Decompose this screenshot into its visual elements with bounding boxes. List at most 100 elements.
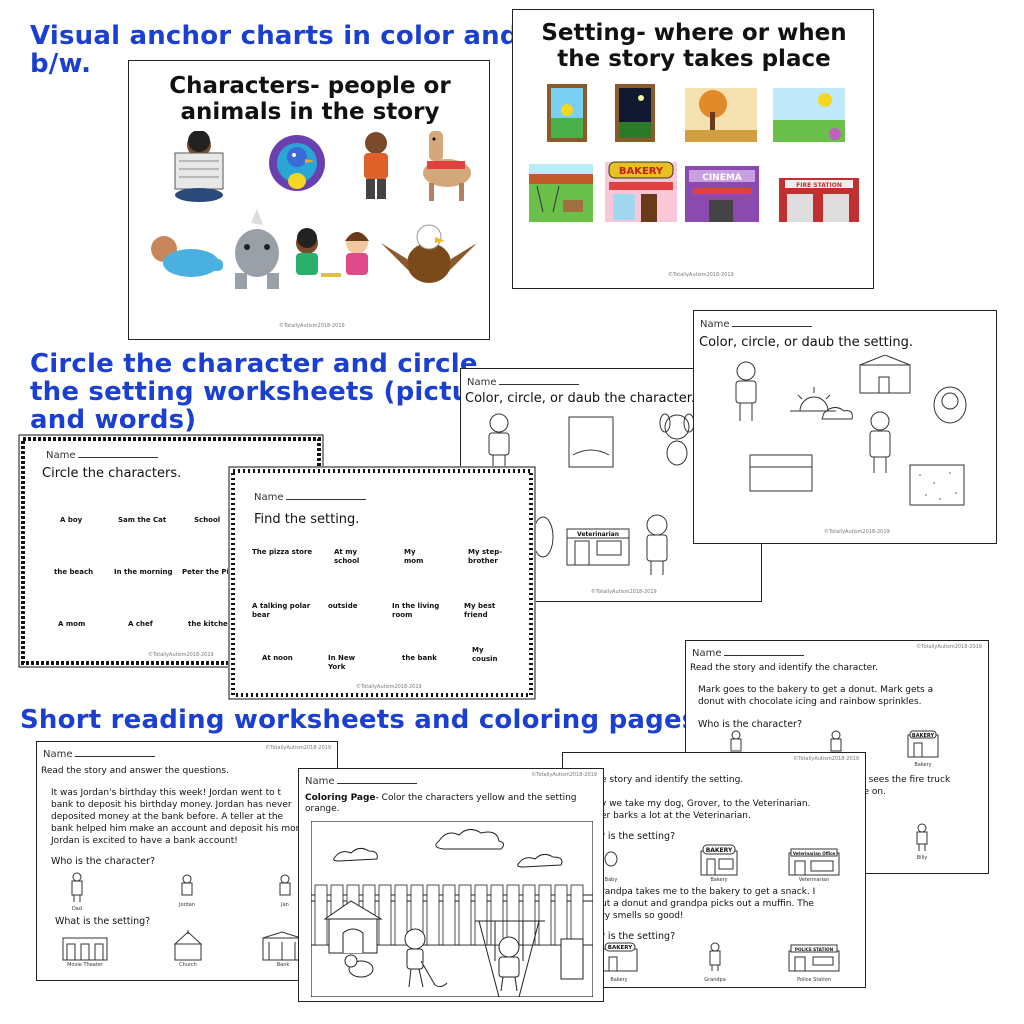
characters-chart-title: Characters- people or animals in the sto… [139, 73, 481, 126]
word-choice[interactable]: My step-brother [468, 548, 503, 566]
question: Who is the character? [698, 719, 802, 730]
title-line: the story takes place [557, 46, 831, 73]
copyright: ©TotallyAutism2018-2019 [279, 323, 345, 329]
boy-standing-icon [364, 132, 388, 199]
instruction: Read the story and identify the characte… [690, 663, 878, 673]
window-day-icon [547, 84, 587, 142]
word-choice[interactable]: A mom [58, 620, 86, 628]
story-line: n sees the fire truck [860, 775, 951, 785]
find-setting-worksheet: Name Find the setting. The pizza store A… [228, 466, 536, 700]
worksheet-title: Circle the characters. [42, 466, 182, 481]
name-label: Name [700, 319, 730, 330]
choice-label: Bank [276, 962, 290, 968]
instruction: e story and identify the setting. [601, 775, 744, 785]
word-choice[interactable]: My best friend [464, 602, 496, 620]
fire-station-sign: FIRE STATION [796, 182, 842, 189]
word-choice[interactable]: At noon [262, 654, 293, 662]
character-choices: BAKERY [730, 730, 939, 758]
coloring-title-bold: Coloring Page [305, 793, 376, 803]
field-sunny-icon [773, 88, 845, 142]
word-choice[interactable]: the bank [402, 654, 437, 662]
identify-setting-worksheet: ©TotallyAutism2018-2019 e story and iden… [562, 752, 866, 988]
copyright: ©TotallyAutism2018-2019 [916, 644, 982, 650]
word-choice[interactable]: In New York [328, 654, 356, 672]
word-choice[interactable]: At my school [334, 548, 360, 566]
baby-crawling-icon [151, 236, 223, 277]
title-line: animals in the story [180, 99, 440, 126]
word-choice[interactable]: A boy [60, 516, 83, 524]
choice-label: Billy [916, 855, 928, 861]
word-choice[interactable]: In the morning [114, 568, 173, 576]
heading-line: b/w. [30, 49, 92, 79]
story-line: re on. [860, 787, 886, 797]
setting-chart-title: Setting- where or when the story takes p… [519, 20, 869, 73]
word-choice[interactable]: the beach [54, 568, 94, 576]
story-line: bank to deposit his birthday money. Jord… [51, 800, 292, 810]
eagle-icon [381, 224, 477, 283]
name-label: Name [254, 492, 284, 503]
fire-station-icon: FIRE STATION [779, 178, 859, 222]
name-field: Name [46, 448, 158, 461]
playground-icon [529, 164, 593, 222]
bakery-sign: BAKERY [706, 847, 733, 854]
word-choice[interactable]: School [194, 516, 221, 524]
boy-newspaper-icon [174, 131, 224, 202]
worksheet-title: Color, circle, or daub the setting. [699, 335, 913, 350]
word-choice[interactable]: A talking polar bear [252, 602, 311, 620]
scalloped-border [228, 466, 536, 700]
story-line: Mark goes to the bakery to get a donut. … [698, 685, 934, 695]
vet-sign: Veterinarian [577, 531, 619, 538]
question: What is the setting? [55, 916, 151, 927]
copyright: ©TotallyAutism2018-2019 [148, 652, 214, 658]
vet-sign: Veterinarian Office [793, 851, 836, 856]
story-line: randpa takes me to the bakery to get a s… [601, 887, 816, 897]
question: r is the setting? [601, 831, 676, 842]
word-choice[interactable]: the kitchen [188, 620, 233, 628]
choice-label: Dad [71, 906, 83, 912]
worksheet-title: Color, circle, or daub the character. [465, 391, 695, 406]
setting-q2-choices: BAKERY POLICE STATION [602, 942, 840, 972]
coloring-title-rest: - Color the characters yellow and the se… [375, 793, 577, 803]
coloring-title: Coloring Page- Color the characters yell… [305, 793, 597, 816]
word-choice[interactable]: Peter the Pirate [182, 568, 246, 576]
kids-playing-icon [296, 228, 369, 277]
copyright: ©TotallyAutism2018-2019 [824, 529, 890, 535]
choice-label: Veterinarian [798, 877, 830, 883]
word-choice[interactable]: My mom [404, 548, 424, 566]
window-night-icon [615, 84, 655, 142]
word-choice[interactable]: Sam the Cat [118, 516, 167, 524]
choice-label: Bakery [710, 877, 728, 883]
heading-reading-worksheets: Short reading worksheets and coloring pa… [20, 705, 698, 735]
rhino-icon [235, 209, 279, 289]
heading-line: Circle the character and circle [30, 349, 478, 379]
choice-label: Bakery [610, 977, 628, 983]
choice-label: Bakery [914, 762, 932, 768]
word-choice[interactable]: A chef [128, 620, 153, 628]
heading-line: the setting worksheets (pictures [30, 377, 517, 407]
copyright: ©TotallyAutism2018-2019 [531, 772, 597, 778]
choice-label: Police Station [797, 977, 831, 983]
story-line: donut with chocolate icing and rainbow s… [698, 697, 922, 707]
daub-character-pictures: Veterinarian [488, 413, 695, 575]
copyright: ©TotallyAutism2018-2019 [793, 756, 859, 762]
word-choice[interactable]: My cousin [472, 646, 498, 664]
copyright: ©TotallyAutism2018-2019 [668, 272, 734, 278]
instruction: Read the story and answer the questions. [41, 766, 229, 776]
copyright: ©TotallyAutism2018-2019 [265, 745, 331, 751]
name-field: Name [254, 490, 366, 503]
read-answer-worksheet: Name ©TotallyAutism2018-2019 Read the st… [36, 741, 338, 981]
name-label: Name [305, 776, 335, 787]
copyright: ©TotallyAutism2018-2019 [356, 684, 422, 690]
word-choice[interactable]: outside [328, 602, 358, 610]
bakery-building-icon: BAKERY [605, 161, 677, 222]
choice-label: Jordan [179, 902, 195, 908]
daub-setting-worksheet: Name Color, circle, or daub the setting.… [693, 310, 997, 544]
bakery-sign: BAKERY [912, 733, 935, 739]
word-choice[interactable]: In the living room [392, 602, 440, 620]
copyright: ©TotallyAutism2018-2019 [591, 589, 657, 595]
question: r is the setting? [601, 931, 676, 942]
word-choice[interactable]: The pizza store [252, 548, 313, 556]
name-field: Name [700, 317, 812, 330]
setting-anchor-chart: Setting- where or when the story takes p… [512, 9, 874, 289]
story-line: ry smells so good! [601, 911, 684, 921]
